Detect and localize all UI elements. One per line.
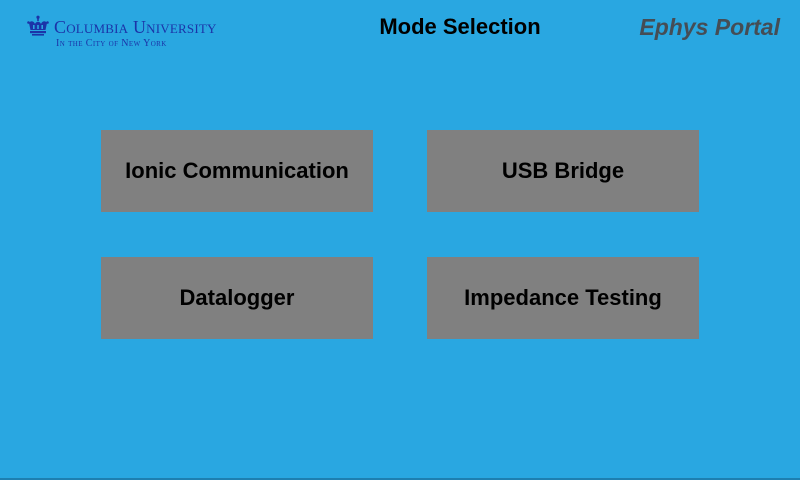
- ionic-communication-button[interactable]: Ionic Communication: [101, 130, 373, 212]
- bottom-divider: [0, 478, 800, 480]
- portal-name: Ephys Portal: [639, 14, 780, 40]
- page-title: Mode Selection: [379, 14, 541, 39]
- crown-icon: [27, 15, 49, 36]
- impedance-testing-button[interactable]: Impedance Testing: [427, 257, 699, 339]
- datalogger-button[interactable]: Datalogger: [101, 257, 373, 339]
- usb-bridge-button[interactable]: USB Bridge: [427, 130, 699, 212]
- logo-subtitle: In the City of New York: [56, 38, 167, 49]
- columbia-logo: Columbia University In the City of New Y…: [26, 14, 266, 54]
- logo-university-name: Columbia University: [54, 17, 217, 37]
